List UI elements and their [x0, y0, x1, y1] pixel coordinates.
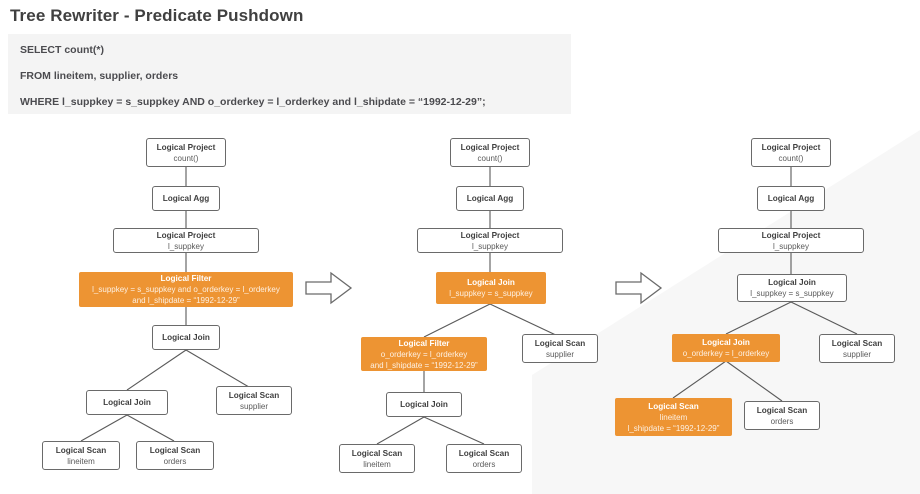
- transform-arrow-1: [305, 271, 353, 305]
- node-subtitle: l_suppkey: [772, 241, 810, 251]
- node-title: Logical Join: [162, 333, 210, 342]
- node-title: Logical Join: [400, 400, 448, 409]
- node-t2-scan-lineitem[interactable]: Logical Scan lineitem: [339, 444, 415, 473]
- node-title: Logical Project: [761, 142, 821, 152]
- node-t3-scan-supplier[interactable]: Logical Scan supplier: [819, 334, 895, 363]
- node-subtitle: lineitem: [659, 412, 688, 422]
- node-title: Logical Agg: [466, 194, 514, 203]
- node-title: Logical Scan: [648, 401, 699, 411]
- node-t2-project-suppkey[interactable]: Logical Project l_suppkey: [417, 228, 563, 253]
- node-subtitle-2: and l_shipdate = “1992-12-29”: [132, 296, 240, 305]
- node-subtitle: orders: [163, 456, 187, 466]
- sql-line-select: SELECT count(*): [20, 44, 104, 56]
- node-subtitle: count(): [477, 153, 503, 163]
- node-title: Logical Scan: [458, 448, 510, 458]
- node-subtitle: l_suppkey: [471, 241, 509, 251]
- node-subtitle: lineitem: [363, 459, 391, 469]
- node-title: Logical Project: [761, 230, 821, 240]
- node-t1-filter[interactable]: Logical Filter l_suppkey = s_suppkey and…: [79, 272, 293, 307]
- node-title: Logical Join: [702, 338, 750, 347]
- node-title: Logical Project: [156, 142, 216, 152]
- node-t2-scan-orders[interactable]: Logical Scan orders: [446, 444, 522, 473]
- node-title: Logical Scan: [756, 405, 808, 415]
- node-t2-scan-supplier[interactable]: Logical Scan supplier: [522, 334, 598, 363]
- node-title: Logical Scan: [831, 338, 883, 348]
- node-t3-join-orderkey[interactable]: Logical Join o_orderkey = l_orderkey: [672, 334, 780, 362]
- node-subtitle: l_suppkey = s_suppkey: [750, 289, 834, 298]
- node-subtitle: l_suppkey = s_suppkey and o_orderkey = l…: [92, 285, 280, 294]
- node-title: Logical Filter: [160, 274, 212, 283]
- node-t1-project-count[interactable]: Logical Project count(): [146, 138, 226, 167]
- page-title: Tree Rewriter - Predicate Pushdown: [10, 6, 304, 25]
- sql-line-from: FROM lineitem, supplier, orders: [20, 70, 179, 82]
- node-subtitle: o_orderkey = l_orderkey: [380, 349, 468, 359]
- node-title: Logical Agg: [767, 194, 815, 203]
- node-title: Logical Filter: [398, 338, 450, 348]
- node-t1-scan-lineitem[interactable]: Logical Scan lineitem: [42, 441, 120, 470]
- node-title: Logical Join: [768, 278, 816, 287]
- node-t1-join-inner[interactable]: Logical Join: [86, 390, 168, 415]
- node-subtitle-2: l_shipdate = “1992-12-29”: [627, 423, 720, 433]
- node-t2-join-suppkey[interactable]: Logical Join l_suppkey = s_suppkey: [436, 272, 546, 304]
- node-title: Logical Project: [156, 230, 216, 240]
- node-title: Logical Scan: [149, 445, 201, 455]
- node-subtitle: o_orderkey = l_orderkey: [682, 349, 770, 358]
- node-subtitle: l_suppkey = s_suppkey: [449, 289, 533, 298]
- node-t1-scan-supplier[interactable]: Logical Scan supplier: [216, 386, 292, 415]
- node-t1-join-top[interactable]: Logical Join: [152, 325, 220, 350]
- transform-arrow-2: [615, 271, 663, 305]
- reveal-wash-background: [532, 130, 920, 494]
- node-t3-agg[interactable]: Logical Agg: [757, 186, 825, 211]
- sql-query-block: SELECT count(*) FROM lineitem, supplier,…: [8, 34, 571, 114]
- node-t2-agg[interactable]: Logical Agg: [456, 186, 524, 211]
- node-title: Logical Project: [460, 230, 520, 240]
- node-t3-scan-lineitem[interactable]: Logical Scan lineitem l_shipdate = “1992…: [615, 398, 732, 436]
- node-subtitle: l_suppkey: [167, 241, 205, 251]
- node-t2-filter[interactable]: Logical Filter o_orderkey = l_orderkey a…: [361, 337, 487, 371]
- node-subtitle: orders: [770, 416, 794, 426]
- node-title: Logical Join: [103, 398, 151, 407]
- node-title: Logical Scan: [228, 390, 280, 400]
- node-t2-join-inner[interactable]: Logical Join: [386, 392, 462, 417]
- sql-line-where: WHERE l_suppkey = s_suppkey AND o_orderk…: [20, 96, 486, 108]
- node-subtitle: supplier: [545, 349, 574, 359]
- node-t1-project-suppkey[interactable]: Logical Project l_suppkey: [113, 228, 259, 253]
- node-subtitle-2: and l_shipdate = “1992-12-29”: [370, 360, 478, 370]
- node-subtitle: supplier: [239, 401, 268, 411]
- node-subtitle: count(): [778, 153, 804, 163]
- node-t3-join-suppkey[interactable]: Logical Join l_suppkey = s_suppkey: [737, 274, 847, 302]
- node-subtitle: count(): [173, 153, 199, 163]
- node-title: Logical Join: [467, 278, 515, 287]
- node-t1-agg[interactable]: Logical Agg: [152, 186, 220, 211]
- node-title: Logical Scan: [55, 445, 107, 455]
- node-title: Logical Project: [460, 142, 520, 152]
- node-title: Logical Agg: [162, 194, 210, 203]
- node-t1-scan-orders[interactable]: Logical Scan orders: [136, 441, 214, 470]
- node-title: Logical Scan: [534, 338, 586, 348]
- node-t3-project-suppkey[interactable]: Logical Project l_suppkey: [718, 228, 864, 253]
- node-title: Logical Scan: [351, 448, 403, 458]
- node-t2-project-count[interactable]: Logical Project count(): [450, 138, 530, 167]
- node-subtitle: supplier: [842, 349, 871, 359]
- node-subtitle: lineitem: [67, 456, 95, 466]
- node-t3-project-count[interactable]: Logical Project count(): [751, 138, 831, 167]
- node-subtitle: orders: [472, 459, 496, 469]
- node-t3-scan-orders[interactable]: Logical Scan orders: [744, 401, 820, 430]
